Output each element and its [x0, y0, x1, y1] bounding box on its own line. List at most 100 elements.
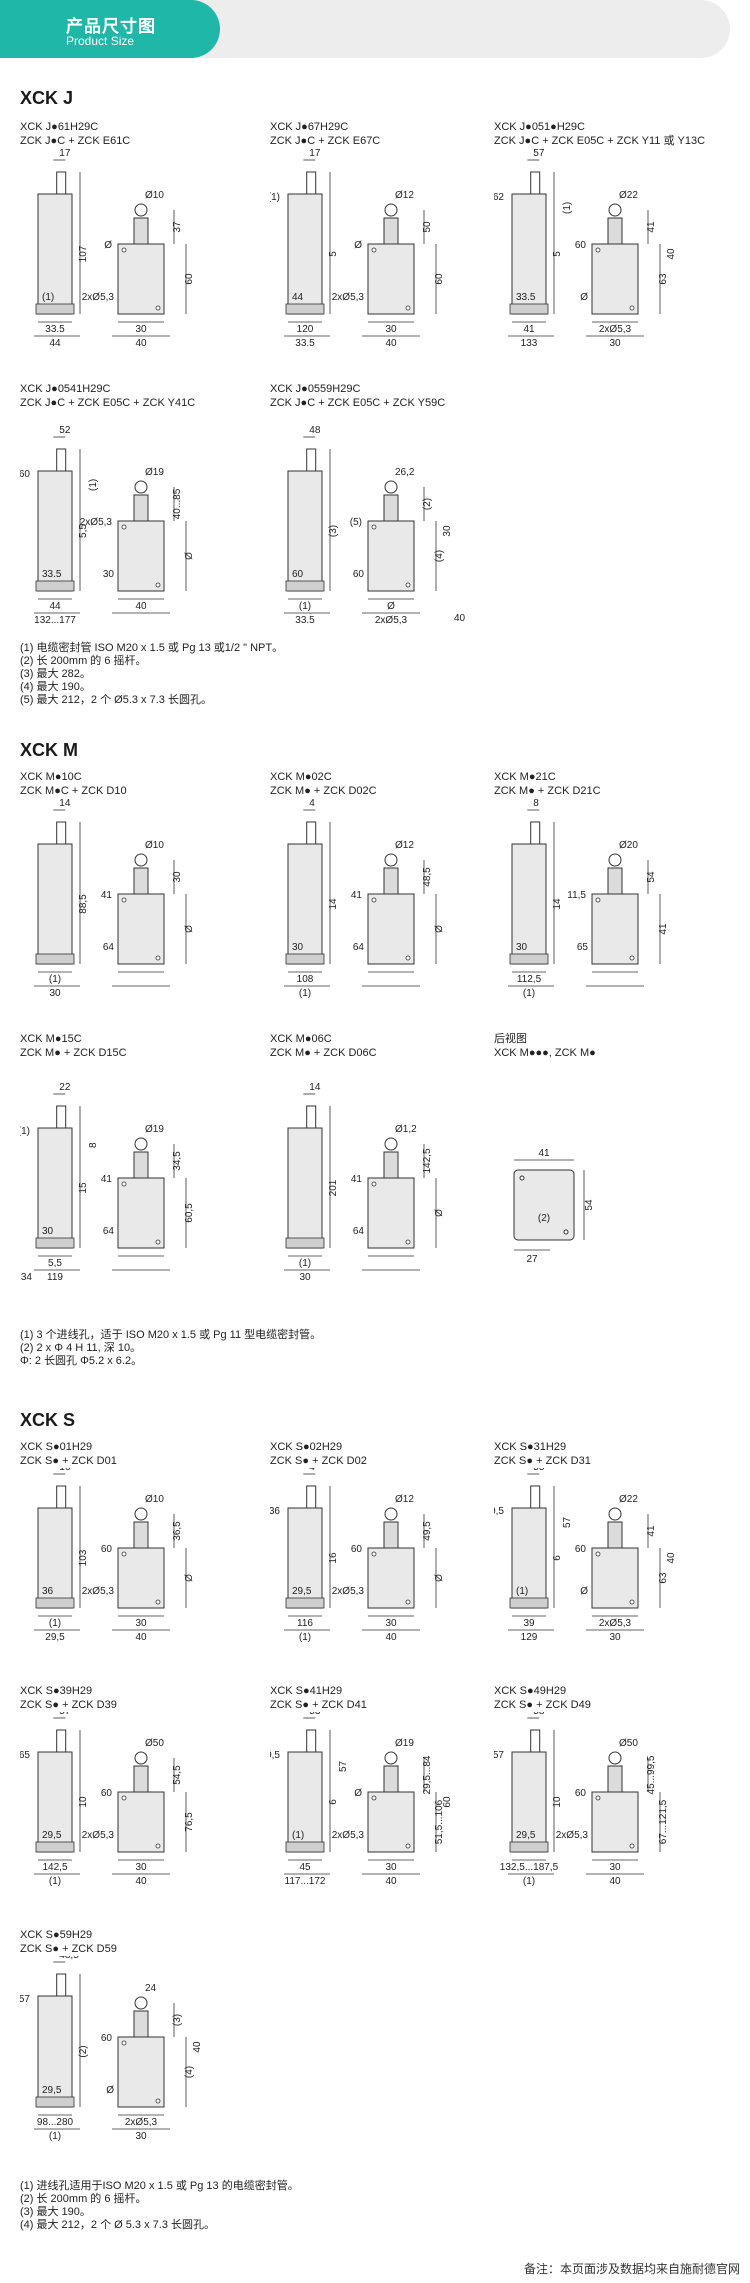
front-dimension-label: 40	[454, 613, 466, 624]
mounting-hole	[121, 1181, 127, 1187]
actuator-head	[607, 1765, 623, 1793]
actuator-head	[383, 494, 399, 522]
mounting-hole	[121, 247, 127, 253]
front-dimension-label: 60	[353, 569, 365, 580]
mounting-hole	[595, 1795, 601, 1801]
switch-side-body	[37, 470, 73, 592]
front-dimension-label: 40	[135, 338, 147, 349]
front-dimension-label: 40	[666, 248, 677, 260]
side-dimension-label: 14	[328, 898, 339, 910]
front-dimension-label: 65	[577, 942, 589, 953]
side-dimension-label: 65	[20, 1750, 30, 1761]
cable-gland	[509, 1597, 549, 1609]
cable-gland	[285, 953, 325, 965]
model-code: XCK S●31H29	[494, 1441, 567, 1453]
plunger	[56, 1973, 67, 1997]
front-dimension-label: 24	[145, 1983, 157, 1994]
plunger	[306, 1729, 317, 1753]
side-dimension-label: 34	[21, 1272, 33, 1283]
front-dimension-label: Ø	[354, 1788, 362, 1799]
switch-front-body	[591, 893, 639, 965]
mounting-hole	[121, 1551, 127, 1557]
front-dimension-label: 26,2	[395, 467, 415, 478]
side-dimension-label: 88,5	[78, 894, 89, 914]
front-dimension-label: 60	[101, 1544, 113, 1555]
side-dimension-label: 30	[49, 988, 61, 999]
side-dimension-label: (1)	[523, 988, 535, 999]
front-dimension-label: 2xØ5,3	[332, 1830, 365, 1841]
mounting-hole	[155, 2098, 161, 2104]
dimension-drawing: 5710142,5(1)29,565Ø5054,576,5602xØ5,3304…	[20, 1712, 195, 1887]
model-assembly: ZCK S● + ZCK D49	[494, 1699, 591, 1711]
cable-gland	[285, 1841, 325, 1853]
switch-side-body	[511, 1507, 547, 1609]
actuator-head	[607, 867, 623, 895]
front-dimension-label: Ø1,2	[395, 1124, 417, 1135]
switch-side-body	[37, 1507, 73, 1609]
roller	[134, 480, 148, 494]
cable-gland	[509, 303, 549, 315]
dimension-drawing: 525,544132...17733.560(1)Ø1940...85Ø2xØ5…	[20, 425, 195, 626]
mounting-hole	[155, 305, 161, 311]
front-dimension-label: 30	[172, 871, 183, 883]
dimension-drawing: 53645117...172(1)29,557Ø1929,5...8451,5.…	[270, 1712, 453, 1887]
side-dimension-label: (1)	[299, 1632, 311, 1643]
switch-side-body	[37, 1127, 73, 1249]
front-dimension-label: 30	[135, 2131, 147, 2142]
side-dimension-label: (1)	[88, 479, 99, 491]
mounting-hole	[371, 1181, 377, 1187]
side-dimension-label: 39	[523, 1618, 535, 1629]
note-line: Φ: 2 长圆孔 Φ5.2 x 6.2。	[20, 1355, 143, 1367]
model-assembly: ZCK M● + ZCK D06C	[270, 1047, 377, 1059]
actuator-head	[133, 217, 149, 245]
mounting-hole	[155, 1239, 161, 1245]
cable-gland	[35, 2096, 75, 2108]
switch-side-body	[287, 193, 323, 315]
mounting-hole	[371, 247, 377, 253]
switch-side-body	[37, 1751, 73, 1853]
side-dimension-label: 62	[494, 192, 504, 203]
switch-side-body	[37, 843, 73, 965]
roller	[134, 1507, 148, 1521]
front-dimension-label: 30	[609, 1862, 621, 1873]
note-line: (1) 3 个进线孔，适于 ISO M20 x 1.5 或 Pg 11 型电缆密…	[20, 1329, 322, 1341]
plunger	[56, 171, 67, 195]
mounting-hole	[371, 524, 377, 530]
cable-gland	[285, 303, 325, 315]
side-dimension-label: 107	[78, 245, 89, 262]
switch-front-body	[591, 1791, 639, 1853]
front-dimension-label: 60,5	[184, 1203, 195, 1223]
side-dimension-label: 8	[533, 798, 539, 809]
actuator-head	[383, 1765, 399, 1793]
front-dimension-label: 2xØ5,3	[332, 292, 365, 303]
header-tab: 产品尺寸图 Product Size	[0, 0, 220, 58]
front-dimension-label: 63	[658, 1572, 669, 1584]
model-assembly: ZCK S● + ZCK D31	[494, 1455, 591, 1467]
front-dimension-label: 40	[385, 1876, 397, 1887]
front-dimension-label: 41	[101, 1174, 113, 1185]
page-subtitle: Product Size	[66, 34, 135, 48]
mounting-hole	[121, 524, 127, 530]
mounting-hole	[371, 1551, 377, 1557]
front-dimension-label: 41	[351, 890, 363, 901]
plunger	[530, 1729, 541, 1753]
front-dimension-label: Ø	[387, 601, 395, 612]
front-dimension-label: 30	[135, 1862, 147, 1873]
front-dimension-label: (2)	[422, 498, 433, 510]
side-dimension-label: 57	[494, 1750, 504, 1761]
mounting-hole	[155, 955, 161, 961]
side-dimension-label: (1)	[49, 1876, 61, 1887]
side-dimension-label: 57	[533, 148, 545, 159]
switch-side-body	[511, 843, 547, 965]
front-dimension-label: 45...99,5	[646, 1755, 657, 1794]
model-code: XCK S●59H29	[20, 1929, 93, 1941]
front-dimension-label: Ø19	[145, 467, 164, 478]
cable-gland	[35, 303, 75, 315]
roller	[384, 1507, 398, 1521]
side-dimension-label: 52	[59, 425, 71, 436]
